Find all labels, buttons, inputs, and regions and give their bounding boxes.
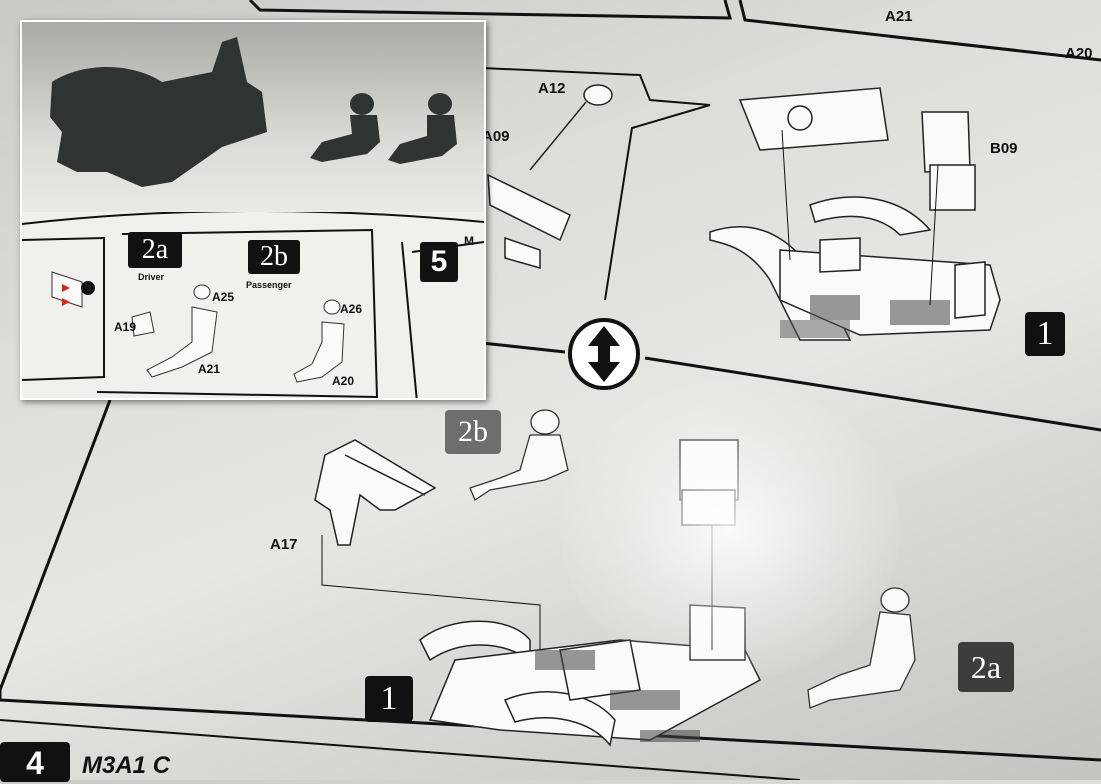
- label-b09: B09: [990, 140, 1018, 157]
- inset-label-a19: A19: [114, 320, 137, 334]
- label-a09: A09: [482, 128, 510, 145]
- photo-shapes: [50, 37, 457, 187]
- inset-photo-panel: 2a Driver 2b Passenger A25 A19 A21 A26 A…: [20, 20, 486, 400]
- tag-2a: 2a: [958, 642, 1014, 692]
- label-a21-top: A21: [885, 8, 913, 25]
- inset-step-2a: 2a: [128, 232, 182, 268]
- step-badge-upper: 1: [1025, 312, 1065, 356]
- inset-step-2b: 2b: [248, 240, 300, 274]
- label-a20-top: A20: [1065, 45, 1093, 62]
- footer-step-number: 4: [0, 742, 70, 782]
- footer-title: M3A1 C: [82, 752, 171, 779]
- inset-label-a20: A20: [332, 374, 355, 388]
- label-a12: A12: [538, 80, 566, 97]
- inset-label-m: M: [464, 234, 474, 248]
- label-a17: A17: [270, 536, 298, 553]
- inset-label-a25: A25: [212, 290, 235, 304]
- step-badge-lower: 1: [365, 676, 413, 722]
- inset-label-a21: A21: [198, 362, 221, 376]
- light-glare: [560, 380, 900, 680]
- inset-linework: [22, 212, 484, 398]
- inset-label-driver: Driver: [138, 272, 165, 282]
- inset-label-passenger: Passenger: [246, 280, 292, 290]
- inset-step-5: 5: [420, 242, 458, 282]
- inset-label-a26: A26: [340, 302, 363, 316]
- tag-2b: 2b: [445, 410, 501, 454]
- parts-photo: [22, 22, 484, 212]
